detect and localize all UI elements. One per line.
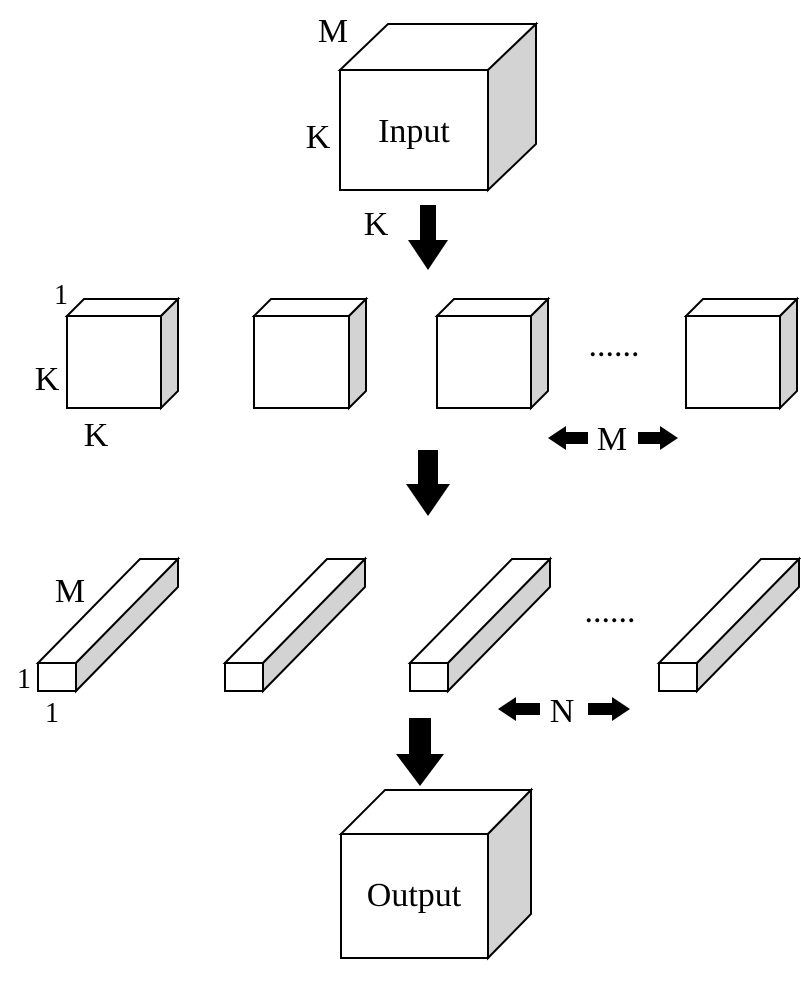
- input-label: Input: [378, 113, 450, 150]
- down-arrow-icon: [396, 718, 444, 786]
- down-arrow-icon: [408, 205, 448, 270]
- slice-cube-3: [434, 296, 551, 411]
- rod-last: [656, 556, 801, 694]
- rod-1: [35, 556, 181, 694]
- output-cube: [338, 787, 534, 961]
- right-arrow-icon: [588, 697, 630, 721]
- rod-depth-label: M: [55, 573, 85, 610]
- row1-count-label: M: [597, 421, 627, 458]
- left-arrow-icon: [548, 426, 588, 450]
- input-cube: [337, 21, 539, 193]
- slice-width-label: K: [84, 417, 109, 454]
- slice-cube-1: [64, 296, 181, 411]
- rod-height-label: 1: [17, 664, 31, 695]
- rod-2: [222, 556, 368, 694]
- rod-3: [407, 556, 553, 694]
- right-arrow-icon: [638, 426, 678, 450]
- rod-width-label: 1: [45, 698, 59, 729]
- slice-height-label: K: [35, 361, 60, 398]
- slice-cube-2: [251, 296, 369, 411]
- slice-cube-last: [683, 296, 800, 411]
- input-height-label: K: [306, 119, 331, 156]
- output-label: Output: [367, 877, 462, 914]
- input-depth-label: M: [318, 13, 348, 50]
- row2-ellipsis: ......: [585, 593, 636, 630]
- slice-depth-label: 1: [54, 280, 68, 311]
- down-arrow-icon: [406, 450, 450, 516]
- left-arrow-icon: [498, 697, 540, 721]
- row2-count-label: N: [550, 693, 575, 730]
- row1-ellipsis: ......: [589, 327, 640, 364]
- input-width-label: K: [364, 206, 389, 243]
